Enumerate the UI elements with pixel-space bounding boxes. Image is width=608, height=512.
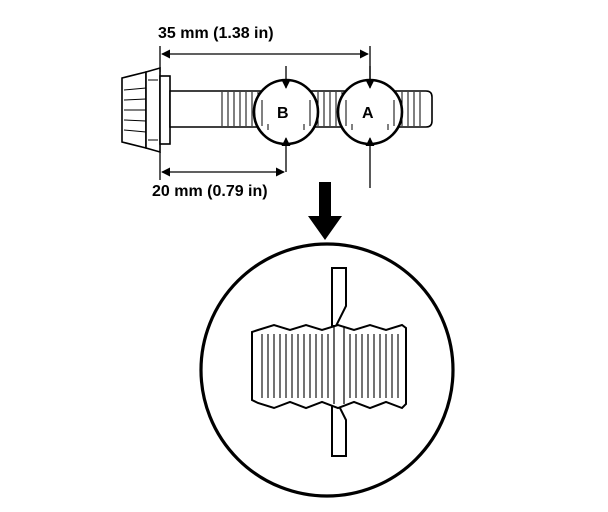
detail-thread-body (251, 323, 407, 410)
detail-thread-ridges (261, 334, 399, 398)
measure-circle-b-thread (261, 100, 311, 130)
point-a-label: A (362, 105, 374, 122)
dimension-top-label: 35 mm (1.38 in) (158, 25, 274, 42)
gauge-blade-top (331, 267, 347, 327)
point-b-label: B (277, 105, 289, 122)
magnify-arrow (308, 182, 342, 240)
bolt-head (121, 66, 171, 154)
dimension-bottom-label: 20 mm (0.79 in) (152, 183, 268, 200)
measure-circle-a-thread (345, 100, 395, 130)
